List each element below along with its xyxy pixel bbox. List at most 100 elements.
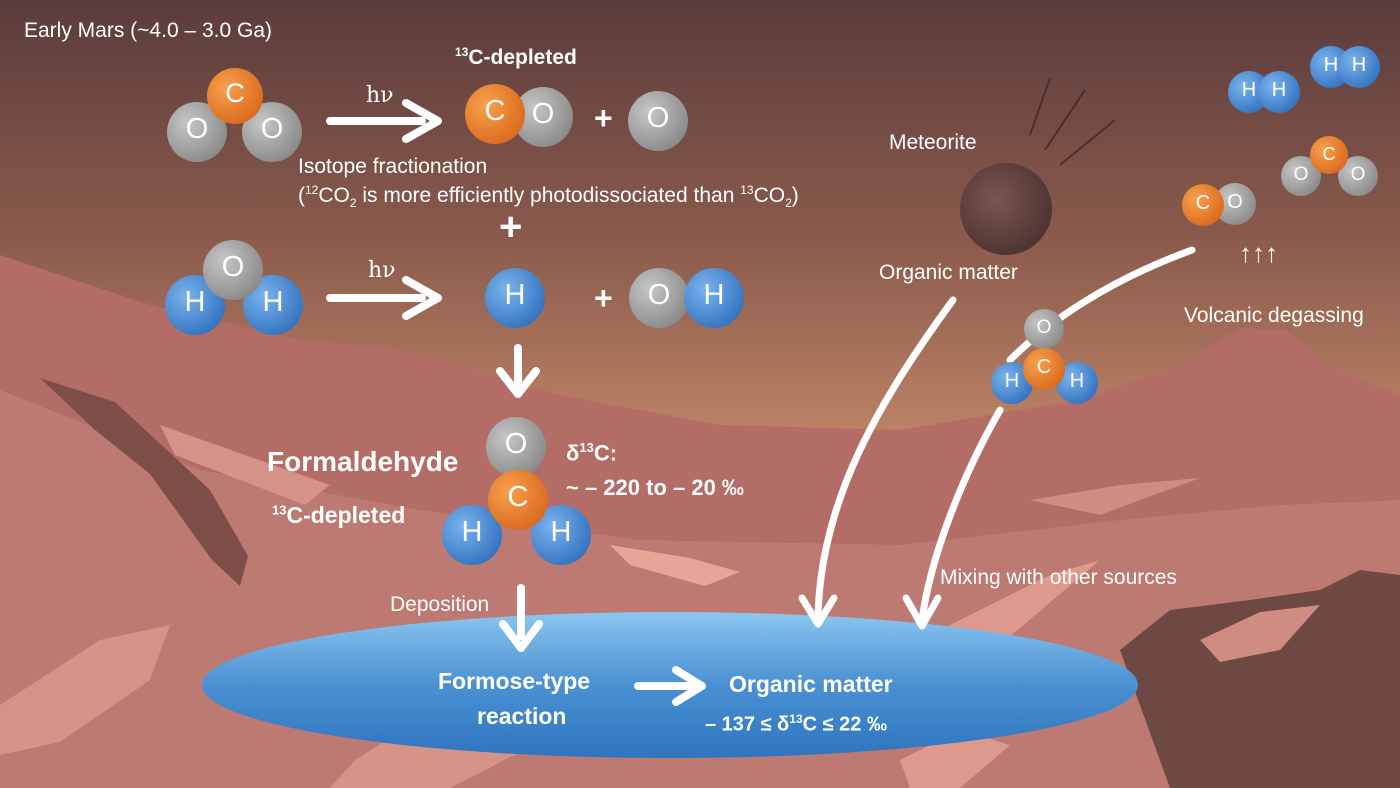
hydrogen-atom	[1258, 71, 1300, 113]
meteorite-body	[960, 163, 1052, 255]
rock-slab	[1030, 478, 1200, 515]
hydrogen-atom	[531, 505, 591, 565]
atom-symbol: H	[504, 279, 526, 312]
formose-label-line1: Formose-type	[438, 668, 591, 694]
rock-slab	[0, 625, 170, 755]
oxygen-atom	[513, 87, 573, 147]
sup-13: 13	[579, 440, 594, 455]
h2-molecule	[1228, 71, 1300, 113]
delta-c-text: C:	[593, 440, 618, 466]
atom-symbol: C	[1036, 356, 1052, 379]
meteorite-to-lake-arrow	[798, 296, 957, 628]
plus-co2: +	[594, 100, 613, 136]
atom-symbol: H	[703, 279, 725, 312]
atom-symbol: H	[1069, 370, 1085, 393]
co-text: CO	[753, 184, 786, 207]
fractionation-note-line1: Isotope fractionation	[298, 155, 488, 178]
co-13c-depleted-label: 13C-depleted	[455, 45, 577, 70]
big-plus: +	[499, 205, 523, 249]
lake-delta-range: – 137 ≤ δ13C ≤ 22 ‰	[705, 712, 887, 737]
atom-symbol: O	[1350, 163, 1366, 185]
h2o-molecule	[165, 240, 303, 335]
atom-symbol: H	[184, 286, 206, 319]
delta-symbol: δ	[566, 440, 580, 466]
atom-symbol: C	[484, 95, 506, 128]
carbon-atom	[488, 470, 548, 530]
oxygen-atom	[1281, 156, 1321, 196]
meteorite-trail	[1029, 77, 1116, 166]
hydrogen-atom	[243, 275, 303, 335]
rock-slab	[610, 545, 740, 586]
atom-symbol: H	[262, 286, 284, 319]
meteorite-label: Meteorite	[889, 131, 977, 154]
oxygen-atom	[203, 240, 263, 300]
atom-symbol: H	[1004, 370, 1020, 393]
sup-13: 13	[272, 502, 287, 518]
atom-symbol: O	[260, 113, 284, 146]
oxygen-atom	[1024, 309, 1064, 349]
oxygen-atom	[629, 268, 689, 328]
co-text: CO	[318, 184, 350, 207]
formaldehyde-13c-depleted: 13C-depleted	[272, 502, 405, 529]
note-middle-text: is more efficiently photodissociated tha…	[356, 184, 741, 207]
diagram-title: Early Mars (~4.0 – 3.0 Ga)	[24, 19, 273, 42]
atom-symbol: H	[1271, 79, 1287, 102]
rock-ridge-right	[1120, 570, 1400, 788]
atom-symbol: O	[647, 279, 671, 312]
formaldehyde-label: Formaldehyde	[267, 446, 459, 477]
atom-symbol: O	[1227, 191, 1243, 214]
down-arrow-deposition	[499, 584, 543, 652]
rock-slab	[160, 425, 330, 505]
atom-symbol: O	[531, 98, 555, 131]
hydrogen-atom	[1228, 71, 1270, 113]
plus-h2o: +	[594, 280, 613, 316]
delta13c-label: δ13C:	[566, 440, 617, 466]
atom-symbol: H	[1241, 79, 1257, 102]
oxygen-atom	[486, 417, 546, 477]
hydrogen-atom	[442, 505, 502, 565]
h-atom-product	[485, 268, 545, 328]
atom-symbol: H	[461, 516, 483, 549]
co2-molecule	[167, 68, 302, 162]
lake-organic-matter-label: Organic matter	[729, 671, 893, 697]
hydrogen-atom	[165, 275, 225, 335]
sup-13: 13	[455, 45, 469, 59]
formaldehyde-molecule	[442, 417, 591, 565]
molecule-layer	[165, 46, 1380, 565]
down-arrow-formaldehyde	[496, 344, 540, 398]
paren-open: (	[298, 184, 305, 207]
flow-arrows	[326, 99, 1196, 706]
carbon-atom	[465, 84, 525, 144]
depleted-text: C-depleted	[286, 502, 406, 528]
formose-arrow	[634, 666, 706, 706]
volcanic-co-molecule	[1182, 183, 1256, 226]
hydrogen-atom	[1338, 46, 1380, 88]
sub-2: 2	[785, 196, 792, 211]
atom-symbol: C	[1322, 143, 1336, 164]
sub-2: 2	[349, 196, 357, 211]
oxygen-atom	[242, 102, 302, 162]
atom-symbol: H	[1351, 54, 1367, 77]
formose-label-line2: reaction	[477, 703, 567, 729]
hv-arrow-co2	[326, 99, 442, 143]
paren-close: )	[791, 184, 799, 207]
sup-12: 12	[305, 183, 319, 197]
atom-symbol: O	[1293, 163, 1309, 185]
oxygen-atom	[628, 91, 688, 151]
range-text-a: – 137 ≤ δ	[705, 713, 790, 736]
atom-symbol: C	[1195, 192, 1211, 215]
range-text-b: C ≤ 22 ‰	[802, 713, 887, 736]
meteorite-formaldehyde-molecule	[991, 309, 1098, 404]
atom-symbol: O	[185, 113, 209, 146]
hydrogen-atom	[991, 362, 1033, 404]
rock-ridge-left	[40, 378, 248, 586]
volcanic-degassing-label: Volcanic degassing	[1184, 304, 1364, 327]
oh-molecule	[629, 268, 744, 328]
atom-symbol: C	[507, 481, 529, 514]
sup-13: 13	[740, 183, 754, 197]
carbon-atom	[207, 68, 263, 124]
hv-label-co2: hν	[366, 83, 394, 108]
degassing-arrows-icon: ↑↑↑	[1239, 238, 1278, 268]
